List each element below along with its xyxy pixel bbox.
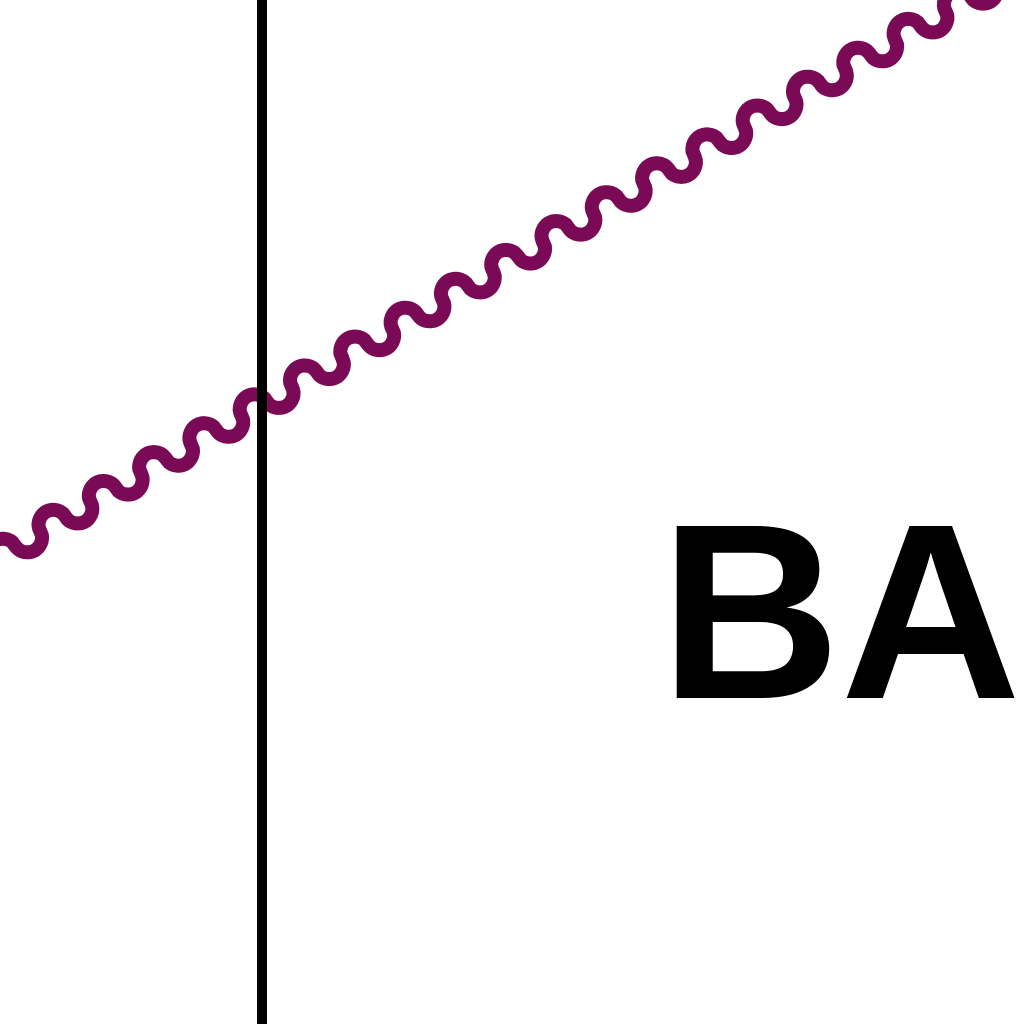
diagram-label: BA bbox=[660, 472, 1021, 751]
wavy-line bbox=[0, 0, 1002, 560]
